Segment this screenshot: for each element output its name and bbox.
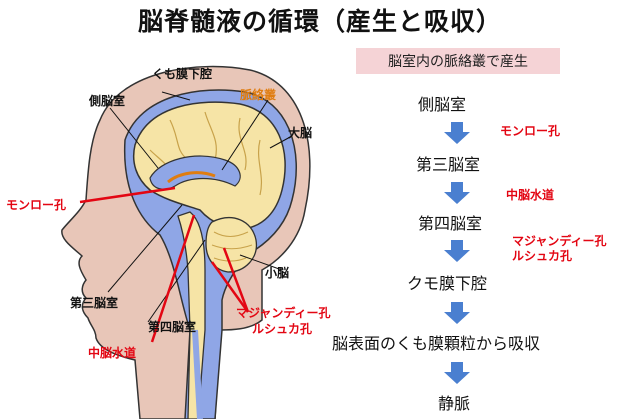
step-granulation-absorption: 脳表面のくも膜顆粒から吸収 xyxy=(332,334,541,353)
arrow-down-icon xyxy=(444,122,470,144)
label-cerebrum: 大脳 xyxy=(288,126,313,140)
arrow-down-icon xyxy=(444,182,470,204)
arrow-down-icon xyxy=(444,240,470,262)
step-third-ventricle: 第三脳室 xyxy=(416,155,481,174)
label-lateral-ventricle: 側脳室 xyxy=(89,94,126,108)
step-lateral-ventricle: 側脳室 xyxy=(418,95,467,114)
label-monro: モンロー孔 xyxy=(6,198,67,212)
page-title: 脳脊髄液の循環（産生と吸収） xyxy=(137,7,502,36)
label-cerebellum: 小脳 xyxy=(265,266,290,280)
label-aqueduct: 中脳水道 xyxy=(88,346,137,360)
brain-illustration xyxy=(61,65,311,419)
label-subarachnoid: くも膜下腔 xyxy=(152,67,213,81)
arrow-down-icon xyxy=(444,362,470,384)
choroid-plexus-shape xyxy=(167,171,216,184)
label-luschka: ルシュカ孔 xyxy=(252,322,313,336)
spinal-cord xyxy=(192,329,203,419)
note-luschka: ルシュカ孔 xyxy=(512,249,573,263)
step-fourth-ventricle: 第四脳室 xyxy=(418,214,483,233)
label-third-ventricle: 第三脳室 xyxy=(70,296,119,310)
arrow-down-icon xyxy=(444,302,470,324)
note-magendie: マジャンディー孔 xyxy=(512,234,607,248)
note-monro: モンロー孔 xyxy=(500,124,561,138)
label-magendie: マジャンディー孔 xyxy=(236,306,331,320)
step-subarachnoid: クモ膜下腔 xyxy=(407,274,488,293)
subtitle: 脳室内の脈絡叢で産生 xyxy=(356,48,560,74)
step-vein: 静脈 xyxy=(438,394,471,413)
note-aqueduct: 中脳水道 xyxy=(506,188,555,202)
label-fourth-ventricle: 第四脳室 xyxy=(148,320,197,334)
label-choroid-plexus: 脈絡叢 xyxy=(240,88,277,102)
